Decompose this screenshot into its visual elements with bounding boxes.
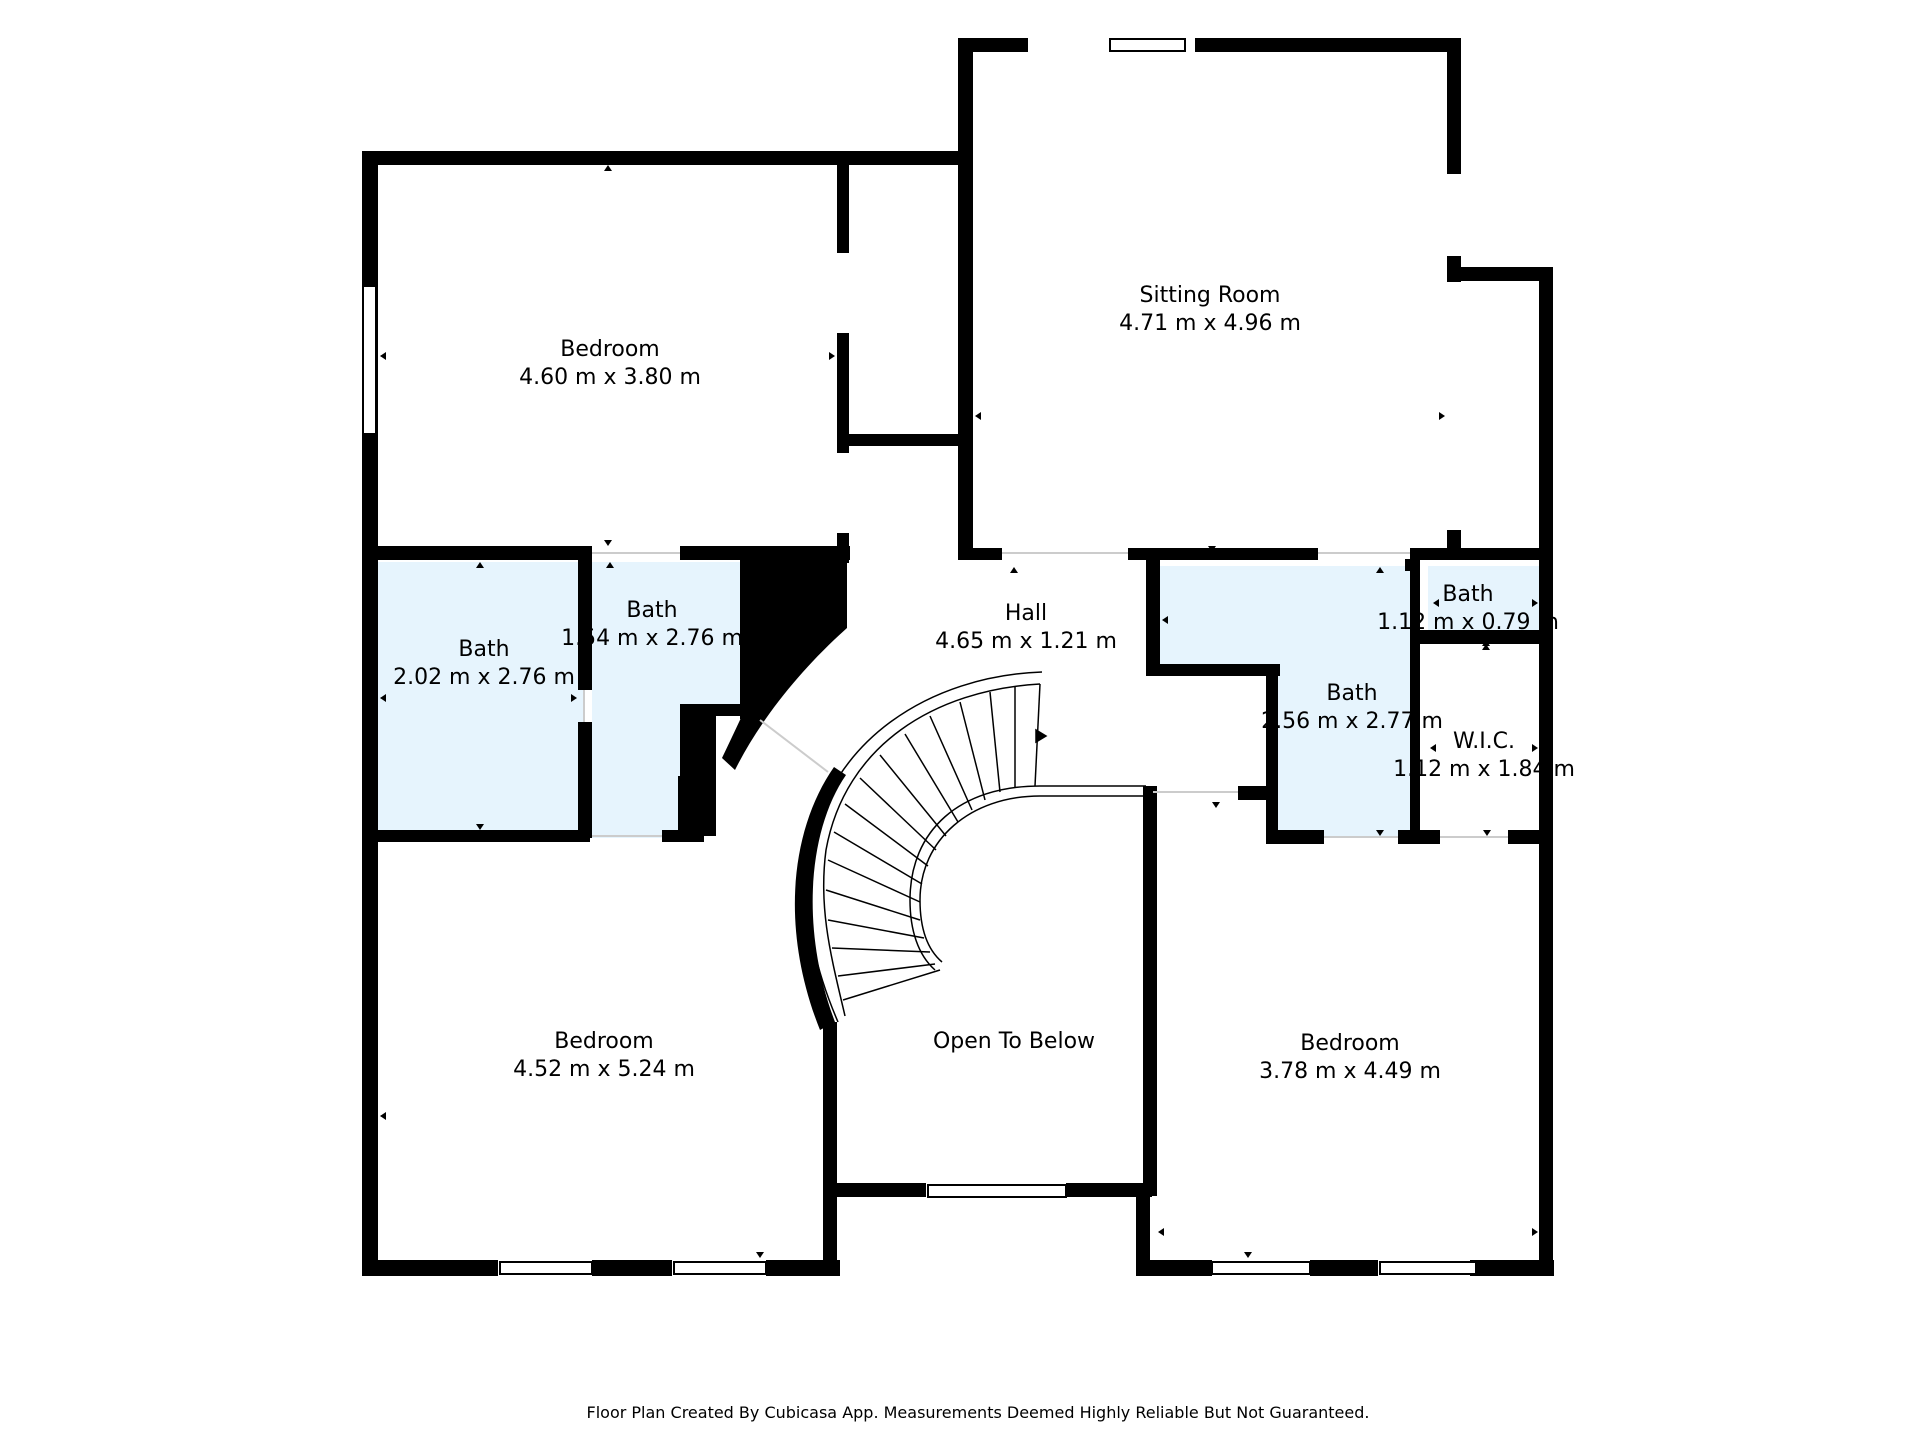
room-labels: Bedroom 4.60 m x 3.80 m Sitting Room 4.7… [393,283,1575,1084]
bath-east-small-fill [1428,566,1540,640]
bedroom-se-size: 3.78 m x 4.49 m [1259,1059,1441,1084]
bath-mid-name: Bath [626,598,677,623]
bedroom-sw-name: Bedroom [554,1029,654,1054]
bedroom-sw-size: 4.52 m x 5.24 m [513,1057,695,1082]
wic-name: W.I.C. [1453,729,1515,754]
bath-west-size: 2.02 m x 2.76 m [393,665,575,690]
sitting-room-name: Sitting Room [1140,283,1281,308]
wic-size: 1.12 m x 1.84 m [1393,757,1575,782]
bath-mid-size: 1.54 m x 2.76 m [561,626,743,651]
bath-east-small-size: 1.12 m x 0.79 m [1377,610,1559,635]
hall-size: 4.65 m x 1.21 m [935,629,1117,654]
sitting-room-size: 4.71 m x 4.96 m [1119,311,1301,336]
bath-east-name: Bath [1326,681,1377,706]
footer-note: Floor Plan Created By Cubicasa App. Meas… [587,1403,1370,1422]
bath-west-fill [378,562,584,835]
windows [362,38,1477,1275]
staircase [806,671,1146,1023]
bedroom-nw-name: Bedroom [560,337,660,362]
dimension-markers [380,165,1538,1258]
walls [362,38,1554,1276]
bath-east-fill [1160,566,1415,838]
bedroom-nw-size: 4.60 m x 3.80 m [519,365,701,390]
bath-west-name: Bath [458,637,509,662]
bath-east-small-name: Bath [1442,582,1493,607]
room-fills [378,562,1540,838]
bedroom-se-name: Bedroom [1300,1031,1400,1056]
bath-mid-fill [592,562,747,838]
hall-name: Hall [1005,601,1047,626]
openings [583,552,1508,838]
bath-east-size: 2.56 m x 2.77 m [1261,709,1443,734]
open-to-below-name: Open To Below [933,1029,1095,1054]
